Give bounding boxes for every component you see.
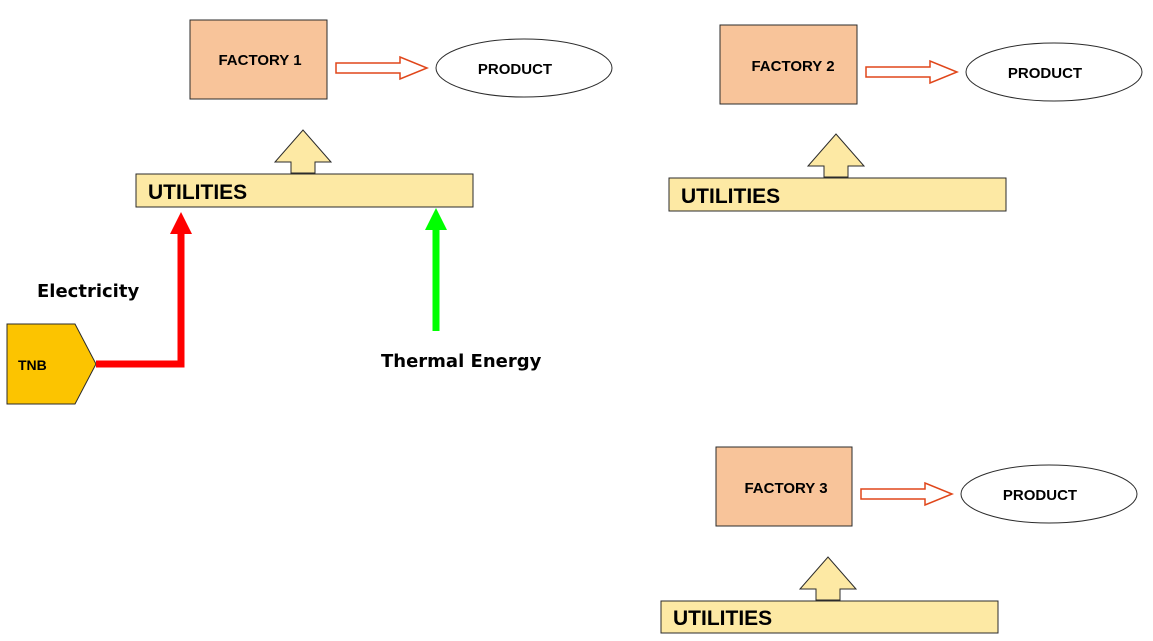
product-2-label: PRODUCT: [1008, 65, 1082, 82]
electricity-flow-line: [96, 232, 185, 368]
factory-2-label: FACTORY 2: [751, 58, 834, 75]
product-3-arrow: [860, 481, 954, 507]
electricity-arrowhead: [170, 212, 192, 234]
utilities-2-label: UTILITIES: [681, 185, 780, 208]
factory-1-label: FACTORY 1: [218, 52, 301, 69]
utilities-3-bar: [660, 600, 999, 634]
product-1-ellipse: [435, 38, 613, 98]
thermal-arrowhead: [425, 208, 447, 230]
unit-1: FACTORY 1 PRODUCT UTILITIES: [135, 19, 613, 208]
unit-3: FACTORY 3 PRODUCT UTILITIES: [660, 446, 1138, 634]
tnb-box: [6, 323, 97, 405]
utilities-2-bar: [668, 177, 1007, 212]
energy-sources: TNB Electricity Thermal Energy: [6, 208, 542, 405]
product-3-ellipse: [960, 464, 1138, 524]
product-3-label: PRODUCT: [1003, 487, 1077, 504]
product-1-arrow: [335, 55, 429, 81]
tnb-label: TNB: [18, 357, 47, 373]
factory-1-box: [189, 19, 328, 100]
utilities-1-bar: [135, 173, 474, 208]
utilities-3-up-arrow: [798, 556, 858, 601]
unit-2: FACTORY 2 PRODUCT UTILITIES: [668, 24, 1143, 212]
thermal-energy-label: Thermal Energy: [381, 351, 542, 372]
product-1-label: PRODUCT: [478, 61, 552, 78]
factory-2-box: [719, 24, 858, 105]
factory-3-box: [715, 446, 853, 527]
factory-3-label: FACTORY 3: [744, 480, 827, 497]
electricity-label: Electricity: [37, 281, 139, 302]
product-2-arrow: [865, 59, 959, 85]
utilities-1-up-arrow: [273, 129, 333, 174]
utilities-2-up-arrow: [806, 133, 866, 178]
utilities-1-label: UTILITIES: [148, 181, 247, 204]
utilities-3-label: UTILITIES: [673, 607, 772, 630]
product-2-ellipse: [965, 42, 1143, 102]
